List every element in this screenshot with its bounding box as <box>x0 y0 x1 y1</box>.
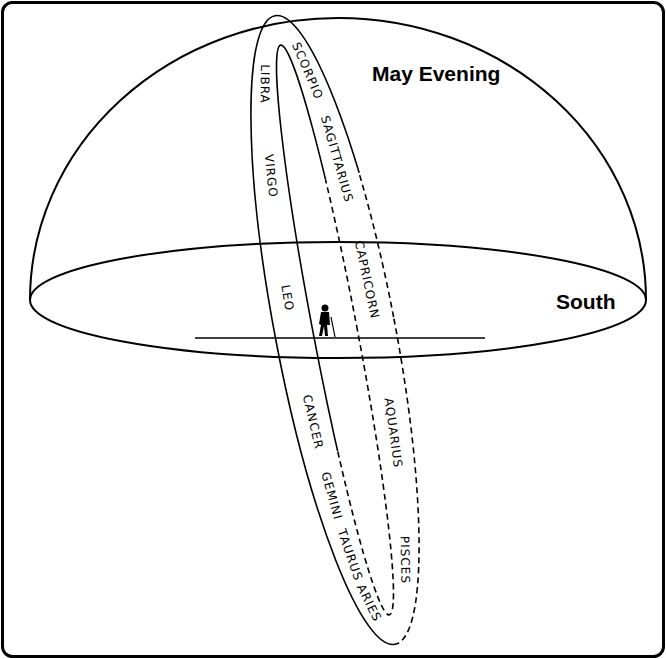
sky-title: May Evening <box>372 62 500 86</box>
constellation-name: SAGITTARIUS <box>318 114 356 204</box>
constellation-name: CANCER <box>299 394 325 452</box>
constellation-name: ARIES <box>354 582 384 624</box>
constellation-name: TAURUS <box>334 527 365 583</box>
observer-figure <box>319 305 335 338</box>
observer-body <box>319 312 330 336</box>
frame <box>3 3 664 657</box>
observer-head <box>322 305 329 312</box>
band-outer-edge-hidden <box>307 108 454 656</box>
constellation-name: VIRGO <box>261 154 279 199</box>
horizon-ellipse <box>30 242 646 358</box>
constellation-name: AQUARIUS <box>382 397 405 469</box>
band-inner-edge-hidden <box>259 41 411 619</box>
meridian-line <box>195 337 485 339</box>
constellation-name: CAPRICORN <box>352 240 382 321</box>
band-outer-edge <box>216 4 454 655</box>
constellation-name: GEMINI <box>318 471 345 522</box>
constellation-name: LEO <box>278 283 296 312</box>
constellation-name: PISCES <box>397 536 412 584</box>
direction-label: South <box>556 290 615 314</box>
band-inner-edge <box>259 41 411 619</box>
observer-stick <box>331 317 335 337</box>
constellation-name: LIBRA <box>258 64 272 104</box>
band-edges <box>216 4 454 655</box>
